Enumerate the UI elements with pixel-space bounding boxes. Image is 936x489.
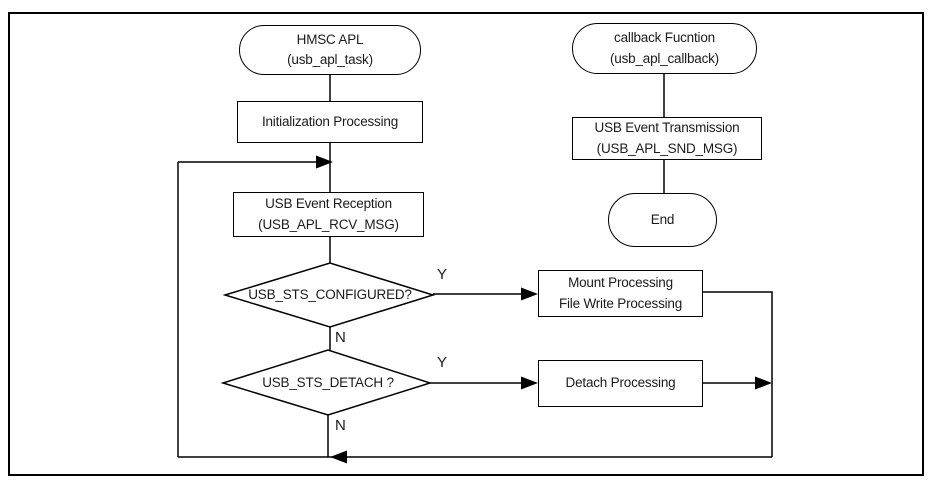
process-usb-event-transmission-line1: USB Event Transmission xyxy=(594,120,740,136)
terminator-end: End xyxy=(608,193,717,247)
arrowhead-into-detachproc xyxy=(521,376,538,390)
branch-label-detach-yes: Y xyxy=(437,354,448,371)
terminator-hmsc-apl: HMSC APL (usb_apl_task) xyxy=(239,25,421,75)
decision-detach-label: USB_STS_DETACH ? xyxy=(262,375,394,390)
terminator-callback-function: callback Fucntion (usb_apl_callback) xyxy=(572,23,757,74)
arrowhead-loop-entry xyxy=(316,155,333,169)
process-initialization: Initialization Processing xyxy=(237,101,423,143)
process-usb-event-reception-line2: (USB_APL_RCV_MSG) xyxy=(258,216,399,232)
process-mount-filewrite-line2: File Write Processing xyxy=(558,295,683,311)
terminator-callback-function-line2: (usb_apl_callback) xyxy=(610,50,719,66)
process-usb-event-reception: USB Event Reception (USB_APL_RCV_MSG) xyxy=(233,192,424,237)
arrowhead-into-right-rail xyxy=(755,376,772,390)
process-detach-label: Detach Processing xyxy=(565,375,676,391)
process-mount-filewrite-line1: Mount Processing xyxy=(568,275,673,291)
decision-diamond-configured xyxy=(222,262,436,328)
branch-label-configured-no: N xyxy=(335,329,346,346)
arrowhead-loop-bottom xyxy=(330,450,347,464)
decision-diamond-detach xyxy=(220,349,433,416)
process-usb-event-transmission-line2: (USB_APL_SND_MSG) xyxy=(596,140,738,156)
terminator-hmsc-apl-line2: (usb_apl_task) xyxy=(287,52,373,67)
terminator-hmsc-apl-line1: HMSC APL xyxy=(296,31,364,47)
process-usb-event-transmission: USB Event Transmission (USB_APL_SND_MSG) xyxy=(572,117,762,160)
connector-mount-to-right-rail xyxy=(703,291,773,457)
process-detach: Detach Processing xyxy=(538,360,703,407)
decision-configured-label: USB_STS_CONFIGURED? xyxy=(248,287,412,302)
process-usb-event-reception-line1: USB Event Reception xyxy=(265,196,392,212)
figure-border xyxy=(8,12,924,476)
terminator-callback-function-line1: callback Fucntion xyxy=(614,30,715,46)
process-initialization-label: Initialization Processing xyxy=(261,113,399,129)
branch-label-configured-yes: Y xyxy=(437,266,448,283)
arrowhead-into-mount xyxy=(521,287,538,301)
branch-label-detach-no: N xyxy=(335,417,346,434)
process-mount-filewrite: Mount Processing File Write Processing xyxy=(538,270,703,317)
terminator-end-label: End xyxy=(650,211,675,227)
